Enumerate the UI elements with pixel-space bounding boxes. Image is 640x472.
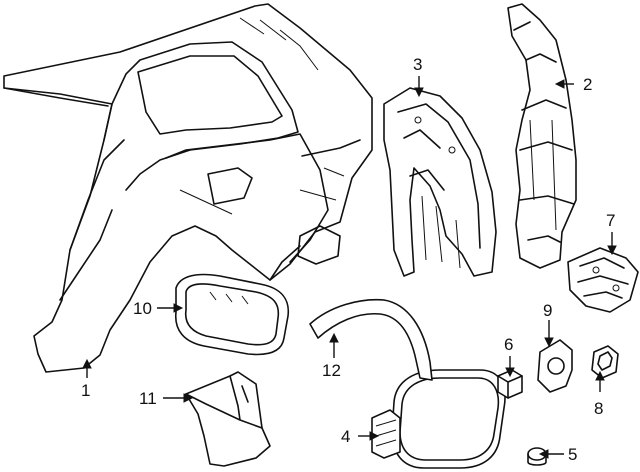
quarter-panel [3, 3, 373, 373]
callout-12: 12 [322, 361, 341, 380]
callout-labels: 1 2 3 4 5 6 7 8 9 10 11 12 [81, 55, 615, 464]
mud-flap [185, 371, 271, 467]
grommet [527, 447, 547, 466]
wheelhouse-structure [383, 87, 497, 277]
actuator-housing [567, 247, 639, 313]
leader-arrows [82, 79, 617, 459]
bracket [537, 339, 573, 393]
callout-10: 10 [133, 299, 152, 318]
callout-7: 7 [606, 211, 615, 230]
fuel-door [371, 369, 506, 469]
housing-ring [175, 273, 290, 356]
callout-9: 9 [543, 301, 552, 320]
wheel-flare [309, 298, 433, 381]
callout-6: 6 [504, 335, 513, 354]
callout-4: 4 [341, 427, 350, 446]
callout-11: 11 [139, 389, 157, 408]
inner-panel [507, 3, 577, 269]
leader-lines [86, 76, 613, 455]
callout-2: 2 [583, 75, 592, 94]
callout-3: 3 [413, 55, 422, 74]
callout-8: 8 [594, 399, 603, 418]
seal [591, 345, 619, 379]
clip [497, 369, 523, 399]
callout-1: 1 [81, 381, 90, 400]
callout-5: 5 [568, 445, 577, 464]
